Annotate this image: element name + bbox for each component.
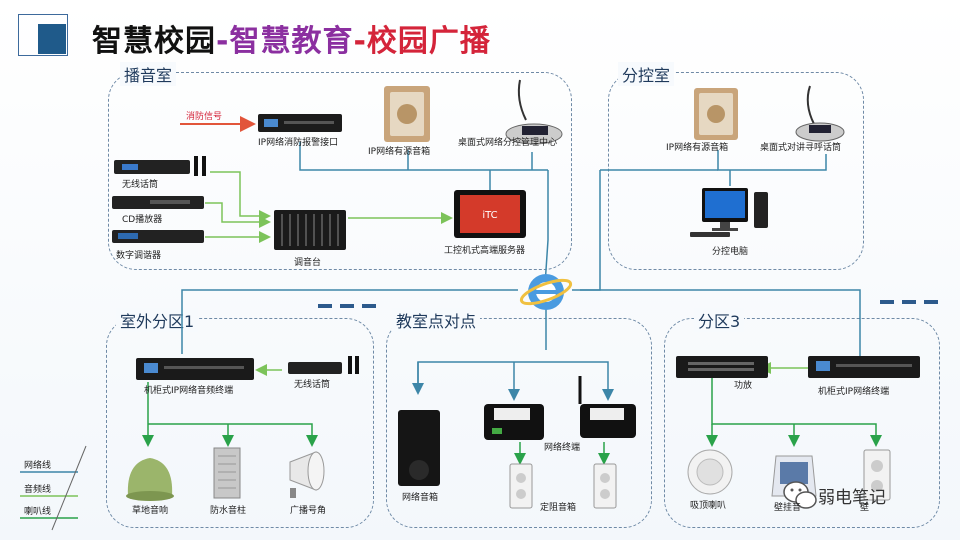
svg-text:iTC: iTC bbox=[482, 210, 497, 221]
network-lines-classroom bbox=[412, 361, 614, 401]
fixed-resistance-speaker-b-device bbox=[593, 463, 617, 509]
network-terminal-b-device bbox=[578, 376, 636, 438]
legend-speaker-line: 喇叭线 bbox=[24, 507, 52, 517]
title-bar: 智慧校园-智慧教育-校园广播 bbox=[0, 0, 960, 64]
network-terminal-label: 网络终端 bbox=[544, 443, 581, 453]
rack-ip-terminal-1-device bbox=[136, 358, 254, 380]
waterproof-column-label: 防水音柱 bbox=[210, 506, 247, 516]
cd-player-label: CD播放器 bbox=[122, 215, 163, 225]
page-title: 智慧校园-智慧教育-校园广播 bbox=[92, 16, 491, 60]
zone-sub-control-room bbox=[608, 72, 864, 270]
power-amp-label: 功放 bbox=[734, 381, 753, 391]
zone-label-zone-3: 分区3 bbox=[694, 308, 745, 332]
ipc-server-device: iTC bbox=[454, 190, 526, 238]
ip-fire-alarm-device bbox=[258, 114, 342, 132]
audio-lines-broadcast bbox=[205, 171, 453, 243]
mixer-label: 调音台 bbox=[294, 258, 322, 268]
ip-fire-alarm-label: IP网络消防报警接口 bbox=[258, 138, 339, 148]
legend-audio-line: 音频线 bbox=[24, 485, 52, 495]
title-part-3: 校园广播 bbox=[366, 24, 491, 59]
rack-ip-terminal-2-label: 机柜式IP网络终端 bbox=[818, 387, 890, 397]
zone-classroom-p2p bbox=[386, 318, 652, 528]
zone-3 bbox=[664, 318, 940, 528]
fire-signal-label: 消防信号 bbox=[186, 112, 223, 122]
dash-decoration-right bbox=[880, 300, 940, 304]
fixed-resistance-speaker-label: 定阻音箱 bbox=[540, 503, 577, 513]
speaker-lines-outdoor bbox=[142, 382, 318, 447]
title-part-2: 智慧教育 bbox=[229, 24, 354, 59]
title-separator-2: - bbox=[353, 24, 367, 59]
ceiling-speaker-device bbox=[687, 449, 733, 495]
network-lines-broadcast bbox=[299, 142, 549, 286]
zone-label-broadcast-room: 播音室 bbox=[120, 62, 177, 86]
ip-active-speaker-2-label: IP网络有源音箱 bbox=[666, 143, 729, 153]
cd-player-device bbox=[112, 196, 204, 209]
sub-control-pc-device bbox=[690, 188, 768, 237]
wall-speaker-3-label: 壁 bbox=[860, 503, 870, 513]
wireless-mic-2-label: 无线话筒 bbox=[294, 380, 331, 390]
watermark: 弱电笔记 bbox=[818, 488, 886, 508]
speaker-lines-zone3 bbox=[706, 378, 882, 447]
ipc-server-label: 工控机式高端服务器 bbox=[444, 246, 526, 256]
fixed-resistance-speaker-a-device bbox=[509, 463, 533, 509]
rack-ip-terminal-1-label: 机柜式IP网络音频终端 bbox=[144, 386, 234, 396]
network-speaker-label: 网络音箱 bbox=[402, 493, 439, 503]
desktop-control-center-label: 桌面式网络分控管理中心 bbox=[458, 138, 558, 148]
speaker-lines-classroom bbox=[514, 442, 610, 465]
wall-speaker-label: 壁挂音 bbox=[774, 503, 802, 513]
ip-active-speaker-2-device bbox=[694, 88, 738, 140]
network-terminal-a-device bbox=[484, 404, 544, 440]
zone-label-sub-control-room: 分控室 bbox=[618, 62, 675, 86]
desktop-intercom-mic-device bbox=[795, 85, 845, 142]
rack-ip-terminal-2-device bbox=[808, 356, 920, 378]
ceiling-speaker-label: 吸顶喇叭 bbox=[690, 501, 727, 511]
network-internet-icon bbox=[519, 274, 573, 310]
legend-network-line: 网络线 bbox=[24, 461, 52, 471]
mixer-device bbox=[274, 210, 346, 250]
zone-broadcast-room bbox=[108, 72, 572, 270]
wireless-mic-2-device bbox=[288, 356, 359, 374]
title-part-1: 智慧校园 bbox=[92, 24, 216, 59]
sub-control-pc-label: 分控电脑 bbox=[712, 247, 749, 257]
title-separator-1: - bbox=[216, 24, 230, 59]
dash-decoration-left bbox=[318, 304, 378, 308]
desktop-intercom-mic-label: 桌面式对讲寻呼话筒 bbox=[760, 143, 842, 153]
ip-active-speaker-1-device bbox=[384, 86, 430, 142]
zone-label-classroom-p2p: 教室点对点 bbox=[392, 308, 481, 332]
digital-tuner-label: 数字调谐器 bbox=[116, 251, 162, 261]
network-speaker-device bbox=[398, 410, 440, 486]
wall-speaker-3-device bbox=[863, 449, 891, 501]
legend-panel bbox=[20, 445, 87, 531]
wireless-mic-1-device bbox=[114, 156, 206, 176]
wireless-mic-1-label: 无线话筒 bbox=[122, 180, 159, 190]
digital-tuner-device bbox=[112, 230, 204, 243]
desktop-control-center-device bbox=[505, 79, 563, 145]
title-logo-square bbox=[18, 14, 68, 56]
horn-label: 广播号角 bbox=[290, 506, 327, 516]
zone-label-outdoor-1: 室外分区1 bbox=[116, 308, 199, 332]
power-amp-device bbox=[676, 356, 768, 378]
lawn-speaker-label: 草地音响 bbox=[132, 506, 169, 516]
horn-speaker-device bbox=[289, 451, 325, 498]
waterproof-column-device bbox=[213, 447, 241, 499]
lawn-speaker-device bbox=[126, 458, 174, 501]
ip-active-speaker-1-label: IP网络有源音箱 bbox=[368, 147, 431, 157]
zone-outdoor-1 bbox=[106, 318, 374, 528]
wechat-icon bbox=[783, 481, 817, 509]
